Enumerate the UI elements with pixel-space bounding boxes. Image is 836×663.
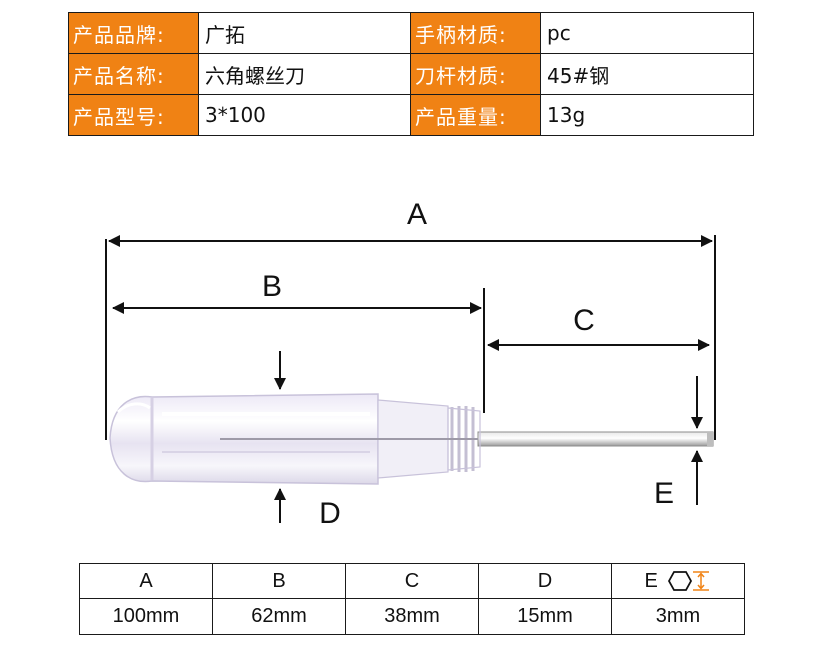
dimension-header-e-cell: E — [611, 563, 745, 599]
spec-row: 产品品牌: 广拓 手柄材质: pc — [68, 12, 754, 54]
spec-row: 产品名称: 六角螺丝刀 刀杆材质: 45#钢 — [68, 53, 754, 95]
dimension-label-e: E — [654, 477, 674, 510]
handle-material-value: pc — [540, 12, 754, 54]
dimension-value-e: 3mm — [611, 598, 745, 635]
product-name-value: 六角螺丝刀 — [198, 53, 411, 95]
dimension-label-b: B — [262, 270, 282, 303]
dimension-value-c: 38mm — [345, 598, 479, 635]
screwdriver-handle — [109, 393, 481, 485]
model-value: 3*100 — [198, 94, 411, 136]
weight-label: 产品重量: — [410, 94, 541, 136]
shaft-material-value: 45#钢 — [540, 53, 754, 95]
shaft-material-label: 刀杆材质: — [410, 53, 541, 95]
dimension-header-b: B — [212, 563, 346, 599]
product-name-label: 产品名称: — [68, 53, 199, 95]
dimension-header-c: C — [345, 563, 479, 599]
spec-table: 产品品牌: 广拓 手柄材质: pc 产品名称: 六角螺丝刀 刀杆材质: 45#钢… — [68, 12, 754, 136]
dimension-value-row: 100mm 62mm 38mm 15mm 3mm — [79, 598, 745, 635]
screwdriver-diagram: A B C D E — [105, 198, 716, 530]
model-label: 产品型号: — [68, 94, 199, 136]
dimension-header-a: A — [79, 563, 213, 599]
dimension-header-e: E — [644, 569, 658, 592]
dimension-header-row: A B C D E — [79, 563, 745, 599]
dimension-value-b: 62mm — [212, 598, 346, 635]
dimension-label-c: C — [573, 304, 595, 337]
dimension-value-a: 100mm — [79, 598, 213, 635]
dimension-label-a: A — [407, 198, 427, 231]
dimension-header-d: D — [478, 563, 612, 599]
screwdriver-tip — [707, 432, 713, 446]
screwdriver-shaft — [477, 431, 714, 447]
dimension-value-d: 15mm — [478, 598, 612, 635]
dimension-table: A B C D E 100mm 62mm 38mm 15mm 3mm — [79, 563, 745, 635]
brand-value: 广拓 — [198, 12, 411, 54]
dimension-label-d: D — [319, 497, 341, 530]
brand-label: 产品品牌: — [68, 12, 199, 54]
spec-row: 产品型号: 3*100 产品重量: 13g — [68, 94, 754, 136]
weight-value: 13g — [540, 94, 754, 136]
hexagon-across-flats-icon — [668, 571, 710, 592]
